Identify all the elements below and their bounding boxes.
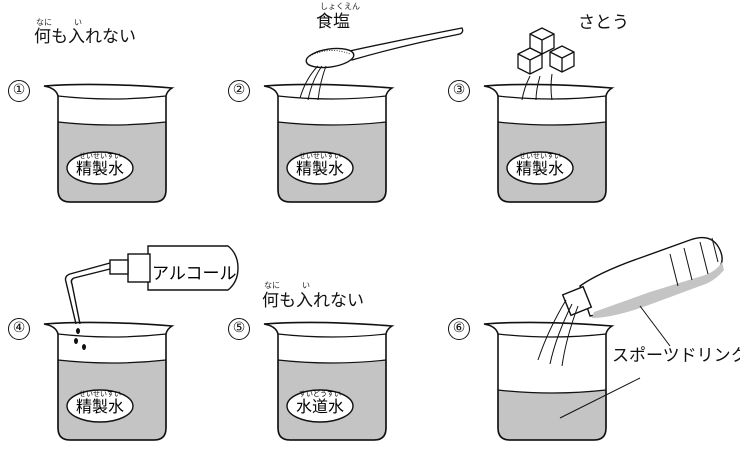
label-text-2: 精製水 [295,159,344,178]
salt-ruby: しょくえん [320,2,360,11]
alcohol-bottle-icon [64,245,239,350]
label-text-3: 精製水 [515,159,564,178]
label-text-1: 精製水 [75,159,124,178]
nothing-ruby-1: なに [36,18,52,27]
beaker-3 [483,83,613,203]
label-1: せいせいすい 精製水 [67,152,133,178]
nothing5-ruby-2: い [302,281,310,290]
beaker-4 [43,321,173,441]
label-ruby-4: せいせいすい [79,390,121,398]
sports-drink-bottle-icon [537,236,724,419]
label-ruby-1: せいせいすい [79,152,121,160]
beaker-number-1: ① [8,80,30,102]
label-ruby-2: せいせいすい [299,152,341,160]
beaker-2 [263,83,393,203]
label-ruby-5: すいどうすい [299,390,341,398]
label-4: せいせいすい 精製水 [67,390,133,416]
label-oval-1 [66,151,134,185]
label-ruby-3: せいせいすい [519,152,561,160]
label-3: せいせいすい 精製水 [507,152,573,178]
caption-nothing-5: 何も入れない [262,291,364,311]
caption-salt: 食塩 [316,12,350,32]
label-text-4: 精製水 [75,397,124,416]
caption-alcohol: アルコール [152,264,237,284]
caption-sports-drink: スポーツドリンク [612,346,740,366]
label-5: すいどうすい 水道水 [287,390,353,416]
label-oval-3 [506,151,574,185]
label-oval-5 [286,389,354,423]
label-oval-4 [66,389,134,423]
beaker-number-6: ⑥ [448,318,470,340]
beaker-1 [43,83,173,203]
beaker-6 [483,321,615,441]
caption-sugar: さとう [578,13,629,33]
beaker-number-4: ④ [8,318,30,340]
nothing5-ruby-1: なに [264,281,280,290]
label-text-5: 水道水 [295,397,344,416]
label-2: せいせいすい 精製水 [287,152,353,178]
beaker-number-5: ⑤ [228,318,250,340]
nothing-ruby-2: い [74,18,82,27]
spoon-icon [299,27,464,101]
beaker-number-2: ② [228,80,250,102]
sugar-cubes-icon [517,27,575,101]
caption-nothing-1: 何も入れない [34,27,136,47]
beaker-number-3: ③ [448,80,470,102]
beaker-5 [263,321,393,441]
label-oval-2 [286,151,354,185]
